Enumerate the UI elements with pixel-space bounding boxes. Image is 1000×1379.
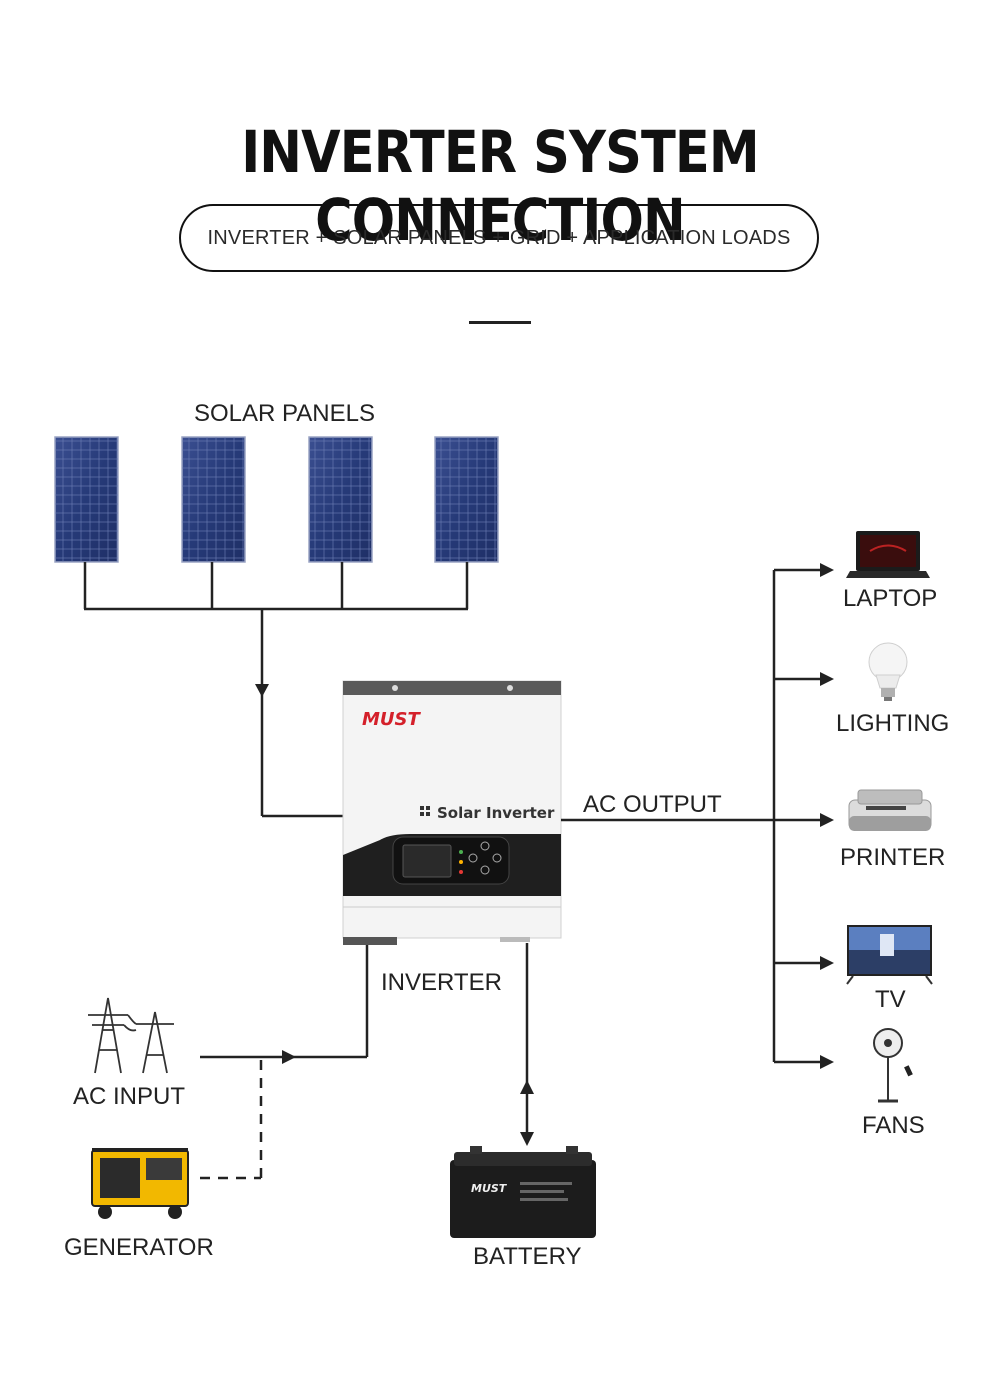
laptop-icon (846, 531, 930, 578)
printer-icon (848, 789, 932, 831)
ac-input-wiring (200, 945, 369, 1059)
ac-output-wiring (561, 568, 822, 1064)
generator-icon (91, 1148, 189, 1219)
solar-arrow (255, 684, 269, 697)
generator-label: GENERATOR (64, 1234, 214, 1261)
subtitle-pill: INVERTER + SOLAR PANELS + GRID + APPLICA… (179, 204, 819, 272)
ac-input-arrow (282, 1050, 296, 1064)
solar-panels-label: SOLAR PANELS (194, 400, 375, 427)
inverter-model-text: Solar Inverter (437, 804, 555, 822)
battery-label: BATTERY (473, 1243, 582, 1270)
divider (469, 321, 531, 324)
solar-panel-4 (434, 436, 499, 563)
inverter-label: INVERTER (381, 969, 502, 996)
solar-panel-1 (54, 436, 119, 563)
fan-icon (873, 1028, 913, 1103)
load-label-printer: PRINTER (840, 844, 946, 871)
ac-output-arrows (820, 563, 834, 1069)
tv-icon (846, 925, 933, 985)
load-label-lighting: LIGHTING (836, 710, 950, 737)
battery-icon: MUST (450, 1146, 596, 1238)
load-label-fans: FANS (862, 1112, 925, 1139)
solar-wiring (83, 562, 469, 818)
load-label-laptop: LAPTOP (843, 585, 938, 612)
inverter-unit: MUST Solar Inverter (342, 680, 562, 945)
generator-wiring (200, 1060, 263, 1180)
power-tower-icon (88, 997, 174, 1074)
battery-brand-logo: MUST (471, 1182, 508, 1195)
subtitle-text: INVERTER + SOLAR PANELS + GRID + APPLICA… (207, 226, 791, 249)
solar-panel-array (54, 436, 499, 563)
inverter-brand-logo: MUST (362, 709, 421, 730)
light-bulb-icon (868, 642, 908, 701)
solar-panel-2 (181, 436, 246, 563)
load-label-tv: TV (875, 986, 906, 1013)
solar-panel-3 (308, 436, 373, 563)
battery-wiring (520, 943, 534, 1146)
ac-output-label: AC OUTPUT (583, 791, 722, 818)
page-title: INVERTER SYSTEM CONNECTION (241, 118, 759, 254)
ac-input-label: AC INPUT (73, 1083, 186, 1110)
